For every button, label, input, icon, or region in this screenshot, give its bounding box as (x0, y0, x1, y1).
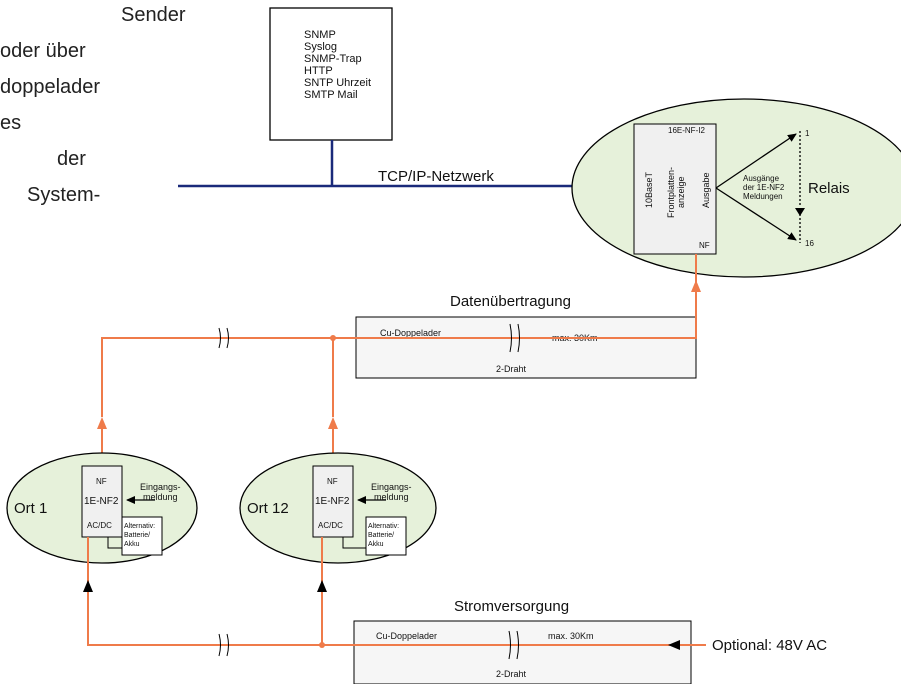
site-ort12-alt-2: Batterie/ (368, 532, 394, 539)
power-distance-label: max. 30Km (548, 631, 594, 641)
snmp-service-1: SNMP (304, 29, 336, 41)
power-cable-label: Cu-Doppelader (376, 631, 437, 641)
power-arrow-ort1 (83, 580, 93, 592)
site-ort12-power: AC/DC (318, 521, 343, 530)
site-ort1-input-1: Eingangs- (140, 482, 181, 492)
front-display-label-1: Frontplatten- (666, 167, 676, 218)
intro-line-4: es (0, 112, 22, 134)
snmp-server-box (269, 7, 393, 141)
site-ort12-alt-3: Akku (368, 541, 384, 548)
power-line-title: Stromversorgung (454, 598, 569, 615)
site-ort12-alt-connector (342, 537, 366, 549)
site-ort1-alt-3: Akku (124, 541, 140, 548)
outputs-caption-2: der 1E-NF2 (743, 183, 785, 192)
snmp-service-4: HTTP (304, 65, 333, 77)
relay-last-label: 16 (805, 239, 814, 248)
power-bus-junction (319, 642, 325, 648)
data-cable-label: Cu-Doppelader (380, 328, 441, 338)
site-ort12-alternative-box (365, 516, 407, 556)
site-ort1-name: Ort 1 (14, 500, 47, 517)
site-ort12-input-2: meldung (374, 492, 409, 502)
power-line-break-box (508, 630, 519, 660)
site-ort1-device (81, 465, 123, 538)
site-ort1-alt-2: Batterie/ (124, 532, 150, 539)
site-ort12-name: Ort 12 (247, 500, 289, 517)
power-line-break-left (218, 633, 229, 657)
site-ort1-device-name: 1E-NF2 (84, 496, 119, 507)
power-arrow-ort12 (317, 580, 327, 592)
site-ort12-input-1: Eingangs- (371, 482, 412, 492)
output-label: Ausgabe (701, 172, 711, 208)
data-line-title: Datenübertragung (450, 293, 571, 310)
intro-line-3: doppelader (0, 76, 101, 98)
data-bus-line (101, 254, 697, 405)
relay-direction-arrow (795, 208, 805, 216)
optional-supply-label: Optional: 48V AC (712, 637, 827, 654)
power-wires-label: 2-Draht (496, 669, 527, 679)
data-arrow-ort12 (328, 417, 338, 429)
site-ort1-alt-1: Alternativ: (124, 523, 155, 530)
data-bus-junction (330, 335, 336, 341)
snmp-service-3: SNMP-Trap (304, 53, 362, 65)
data-arrow-central (691, 280, 701, 292)
site-ort1-alternative-box (121, 516, 163, 556)
snmp-service-2: Syslog (304, 41, 337, 53)
data-arrow-ort1 (97, 417, 107, 429)
central-unit-box (633, 123, 717, 255)
intro-line-5: der (57, 148, 86, 170)
site-ort1-input-2: meldung (143, 492, 178, 502)
front-display-label-2: anzeige (676, 176, 686, 208)
data-wires-label: 2-Draht (496, 364, 527, 374)
site-ort1-nf: NF (96, 477, 107, 486)
intro-line-6: System- (27, 184, 101, 206)
site-ort12-alt-1: Alternativ: (368, 523, 399, 530)
central-site-ellipse (571, 98, 901, 278)
network-label: TCP/IP-Netzwerk (378, 168, 494, 185)
site-ort12-nf: NF (327, 477, 338, 486)
outputs-caption-3: Meldungen (743, 192, 783, 201)
intro-line-2: oder über (0, 40, 86, 62)
output-arrow-bottom (715, 187, 797, 241)
central-unit-model: 16E-NF-I2 (668, 126, 705, 135)
data-cable-box (355, 316, 697, 379)
data-line-break-left (218, 327, 229, 349)
site-ort1-power: AC/DC (87, 521, 112, 530)
outputs-caption-1: Ausgänge (743, 174, 780, 183)
site-ort12-device-name: 1E-NF2 (315, 496, 350, 507)
relay-first-label: 1 (805, 129, 810, 138)
power-cable-box (353, 620, 692, 684)
output-arrow-top (715, 133, 797, 189)
snmp-service-6: SMTP Mail (304, 89, 358, 101)
power-arrow-supply (668, 640, 680, 650)
central-nf-label: NF (699, 241, 710, 250)
port-10baset-label: 10BaseT (644, 171, 654, 208)
site-ort12-device (312, 465, 354, 538)
intro-line-1: Sender (121, 4, 186, 26)
snmp-service-5: SNTP Uhrzeit (304, 77, 371, 89)
data-line-break-box (509, 323, 520, 353)
power-bus-line (87, 537, 706, 646)
site-ort1-alt-connector (107, 537, 122, 549)
relay-label: Relais (808, 180, 850, 197)
